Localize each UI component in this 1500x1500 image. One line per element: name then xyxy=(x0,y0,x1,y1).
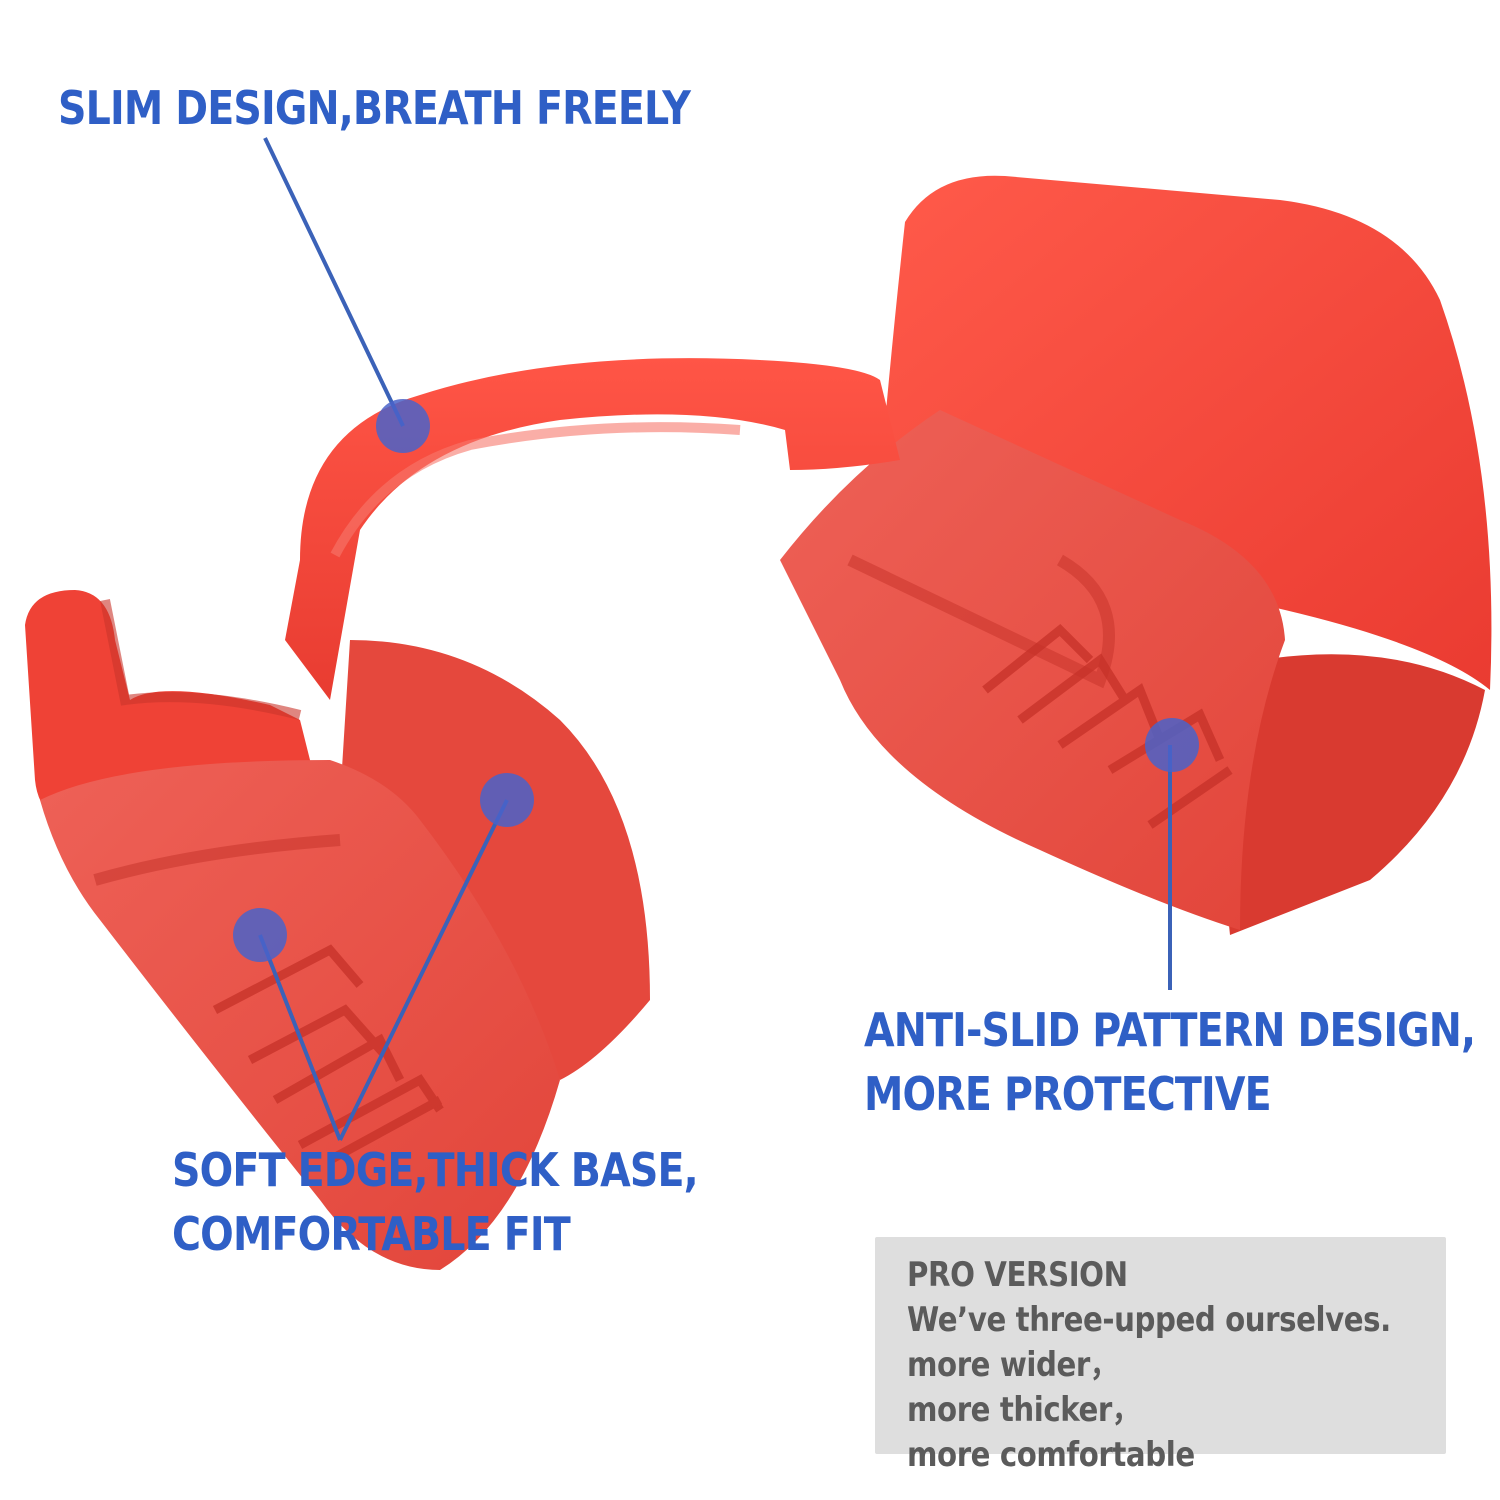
callout-dots xyxy=(233,399,1199,962)
pro-version-heading: PRO VERSION xyxy=(907,1255,1128,1295)
callout-bottom-line2: COMFORTABLE FIT xyxy=(172,1207,571,1261)
pro-version-line2a: more wider， xyxy=(907,1345,1119,1385)
pro-version-text: PRO VERSION We’ve three-upped ourselves.… xyxy=(907,1253,1391,1478)
callout-top-line1: SLIM DESIGN,BREATH FREELY xyxy=(58,81,691,135)
right-pad-face xyxy=(780,410,1285,930)
pro-version-line2b: more thicker， xyxy=(907,1390,1141,1430)
callout-right-line2: MORE PROTECTIVE xyxy=(864,1067,1272,1121)
pro-version-line3: more comfortable xyxy=(907,1435,1195,1475)
callout-right-line1: ANTI-SLID PATTERN DESIGN, xyxy=(864,1003,1476,1057)
left-pad-face xyxy=(40,760,560,1270)
callout-leader-lines xyxy=(258,137,1172,1141)
pro-version-panel: PRO VERSION We’ve three-upped ourselves.… xyxy=(875,1237,1446,1475)
right-pad-shield xyxy=(880,175,1492,690)
pro-version-line2: more wider， more thicker， xyxy=(907,1343,1391,1433)
pro-version-line1: We’ve three-upped ourselves. xyxy=(907,1300,1391,1340)
trident-pattern-icon xyxy=(982,623,1233,829)
trident-pattern-icon xyxy=(212,944,444,1164)
callout-slim-design: SLIM DESIGN,BREATH FREELY xyxy=(58,76,691,140)
left-pad-shield xyxy=(340,640,650,1080)
callout-bottom-line1: SOFT EDGE,THICK BASE, xyxy=(172,1143,699,1197)
callout-anti-slid: ANTI-SLID PATTERN DESIGN, MORE PROTECTIV… xyxy=(864,998,1476,1126)
callout-soft-edge: SOFT EDGE,THICK BASE, COMFORTABLE FIT xyxy=(172,1138,699,1266)
arch-bridge xyxy=(285,358,900,700)
